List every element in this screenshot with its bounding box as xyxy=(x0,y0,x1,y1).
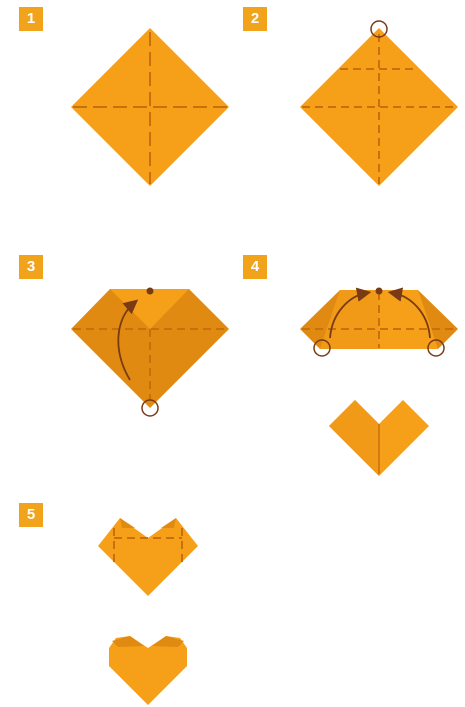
step-3-figure xyxy=(71,288,229,417)
step-4-target-dot xyxy=(376,288,383,295)
final-heart-left-top xyxy=(112,636,144,647)
step-1-figure xyxy=(71,28,229,186)
step-5-left-ear xyxy=(120,518,135,528)
step-2-figure xyxy=(300,21,458,186)
step-3-target-dot xyxy=(147,288,154,295)
step-5-right-ear xyxy=(161,518,176,528)
step-4-result-left-half xyxy=(329,400,379,476)
step-4-figure xyxy=(300,288,458,477)
final-heart-right-top xyxy=(152,636,184,647)
step-5-figure xyxy=(98,518,198,705)
